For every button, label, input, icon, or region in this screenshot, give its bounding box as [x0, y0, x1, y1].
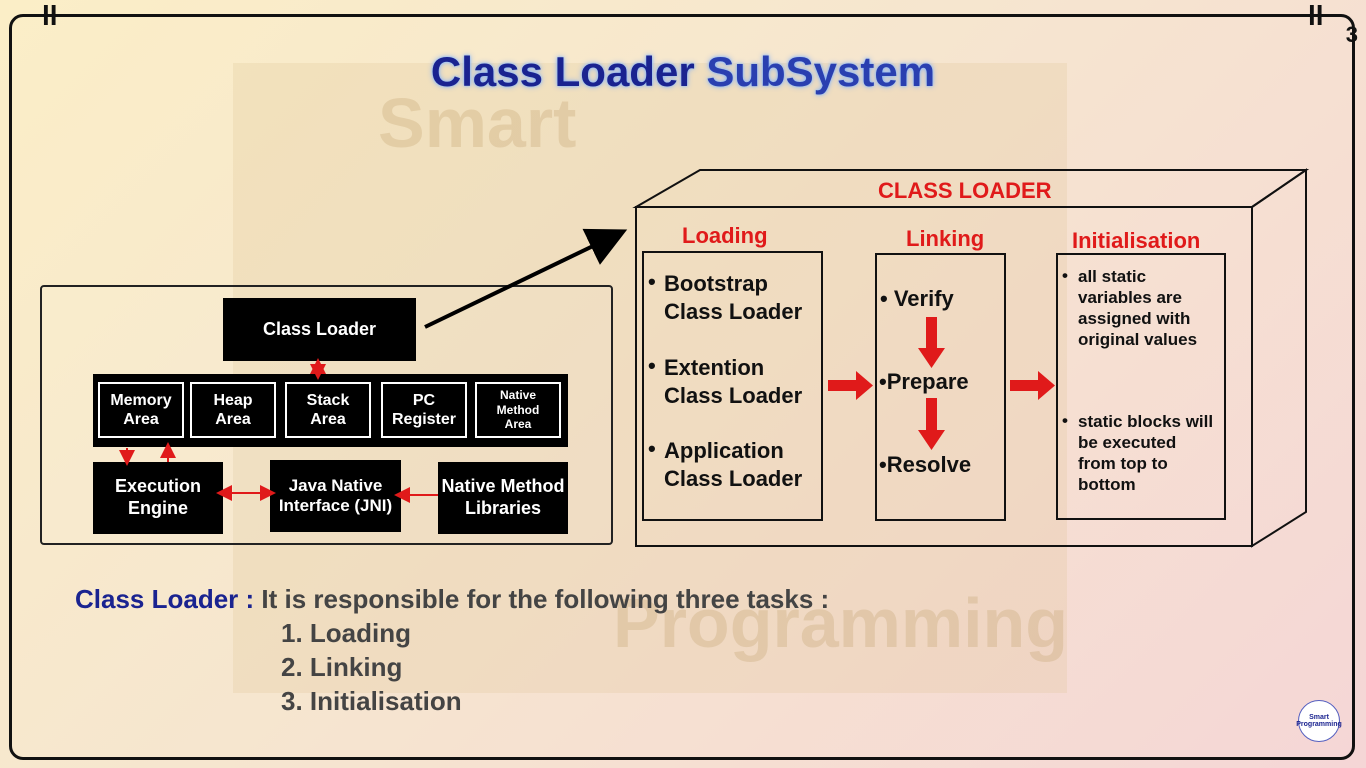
- native-method-libraries-block: Native Method Libraries: [438, 462, 568, 534]
- title-sub: SubSystem: [706, 48, 936, 95]
- class-loader-3d-side: [1251, 168, 1307, 548]
- linking-item-resolve: •Resolve: [879, 452, 972, 477]
- arrow-prepare-to-resolve: [918, 398, 945, 450]
- initialisation-column: [1056, 253, 1226, 520]
- linking-item-verify: • Verify: [880, 286, 954, 311]
- stack-area-block: Stack Area: [285, 382, 371, 438]
- title-main: Class Loader: [430, 48, 695, 95]
- execution-engine-block: Execution Engine: [93, 462, 223, 534]
- linking-item-prepare: •Prepare: [879, 369, 969, 394]
- pointer-arrow-to-class-loader: [424, 228, 628, 329]
- watermark-text-programming: Programming: [613, 584, 1069, 662]
- task-initialisation: 3. Initialisation: [281, 686, 462, 716]
- class-loader-block: Class Loader: [223, 298, 416, 361]
- pc-register-block: PC Register: [381, 382, 467, 438]
- description-line: Class Loader : It is responsible for the…: [75, 584, 829, 615]
- loading-heading: Loading: [682, 223, 768, 248]
- page-number: 3: [1345, 22, 1358, 47]
- initialisation-heading: Initialisation: [1072, 228, 1201, 253]
- arrow-linking-to-initialisation: [1010, 371, 1055, 400]
- linking-heading: Linking: [906, 226, 985, 251]
- native-method-area-block: Native Method Area: [475, 382, 561, 438]
- watermark-text-smart: Smart: [378, 84, 577, 162]
- description-text: It is responsible for the following thre…: [261, 584, 830, 614]
- memory-area-block: Memory Area: [98, 382, 184, 438]
- slide-frame: [9, 14, 1355, 760]
- class-loader-heading: CLASS LOADER: [878, 178, 1052, 203]
- task-linking: 2. Linking: [281, 652, 403, 682]
- arrow-verify-to-prepare: [918, 317, 945, 368]
- jni-block: Java Native Interface (JNI): [270, 460, 401, 532]
- class-loader-3d-front: [635, 206, 1253, 547]
- smart-programming-logo: Smart Programming: [1296, 700, 1342, 742]
- loading-column: [642, 251, 823, 521]
- arrow-loading-to-linking: [828, 371, 873, 400]
- corner-mark-left: ll: [42, 0, 58, 31]
- corner-mark-right: ll: [1308, 0, 1324, 31]
- linking-column: [875, 253, 1006, 521]
- slide-title: Class Loader SubSystem: [0, 48, 1366, 96]
- description-label: Class Loader :: [75, 584, 255, 614]
- heap-area-block: Heap Area: [190, 382, 276, 438]
- task-loading: 1. Loading: [281, 618, 411, 648]
